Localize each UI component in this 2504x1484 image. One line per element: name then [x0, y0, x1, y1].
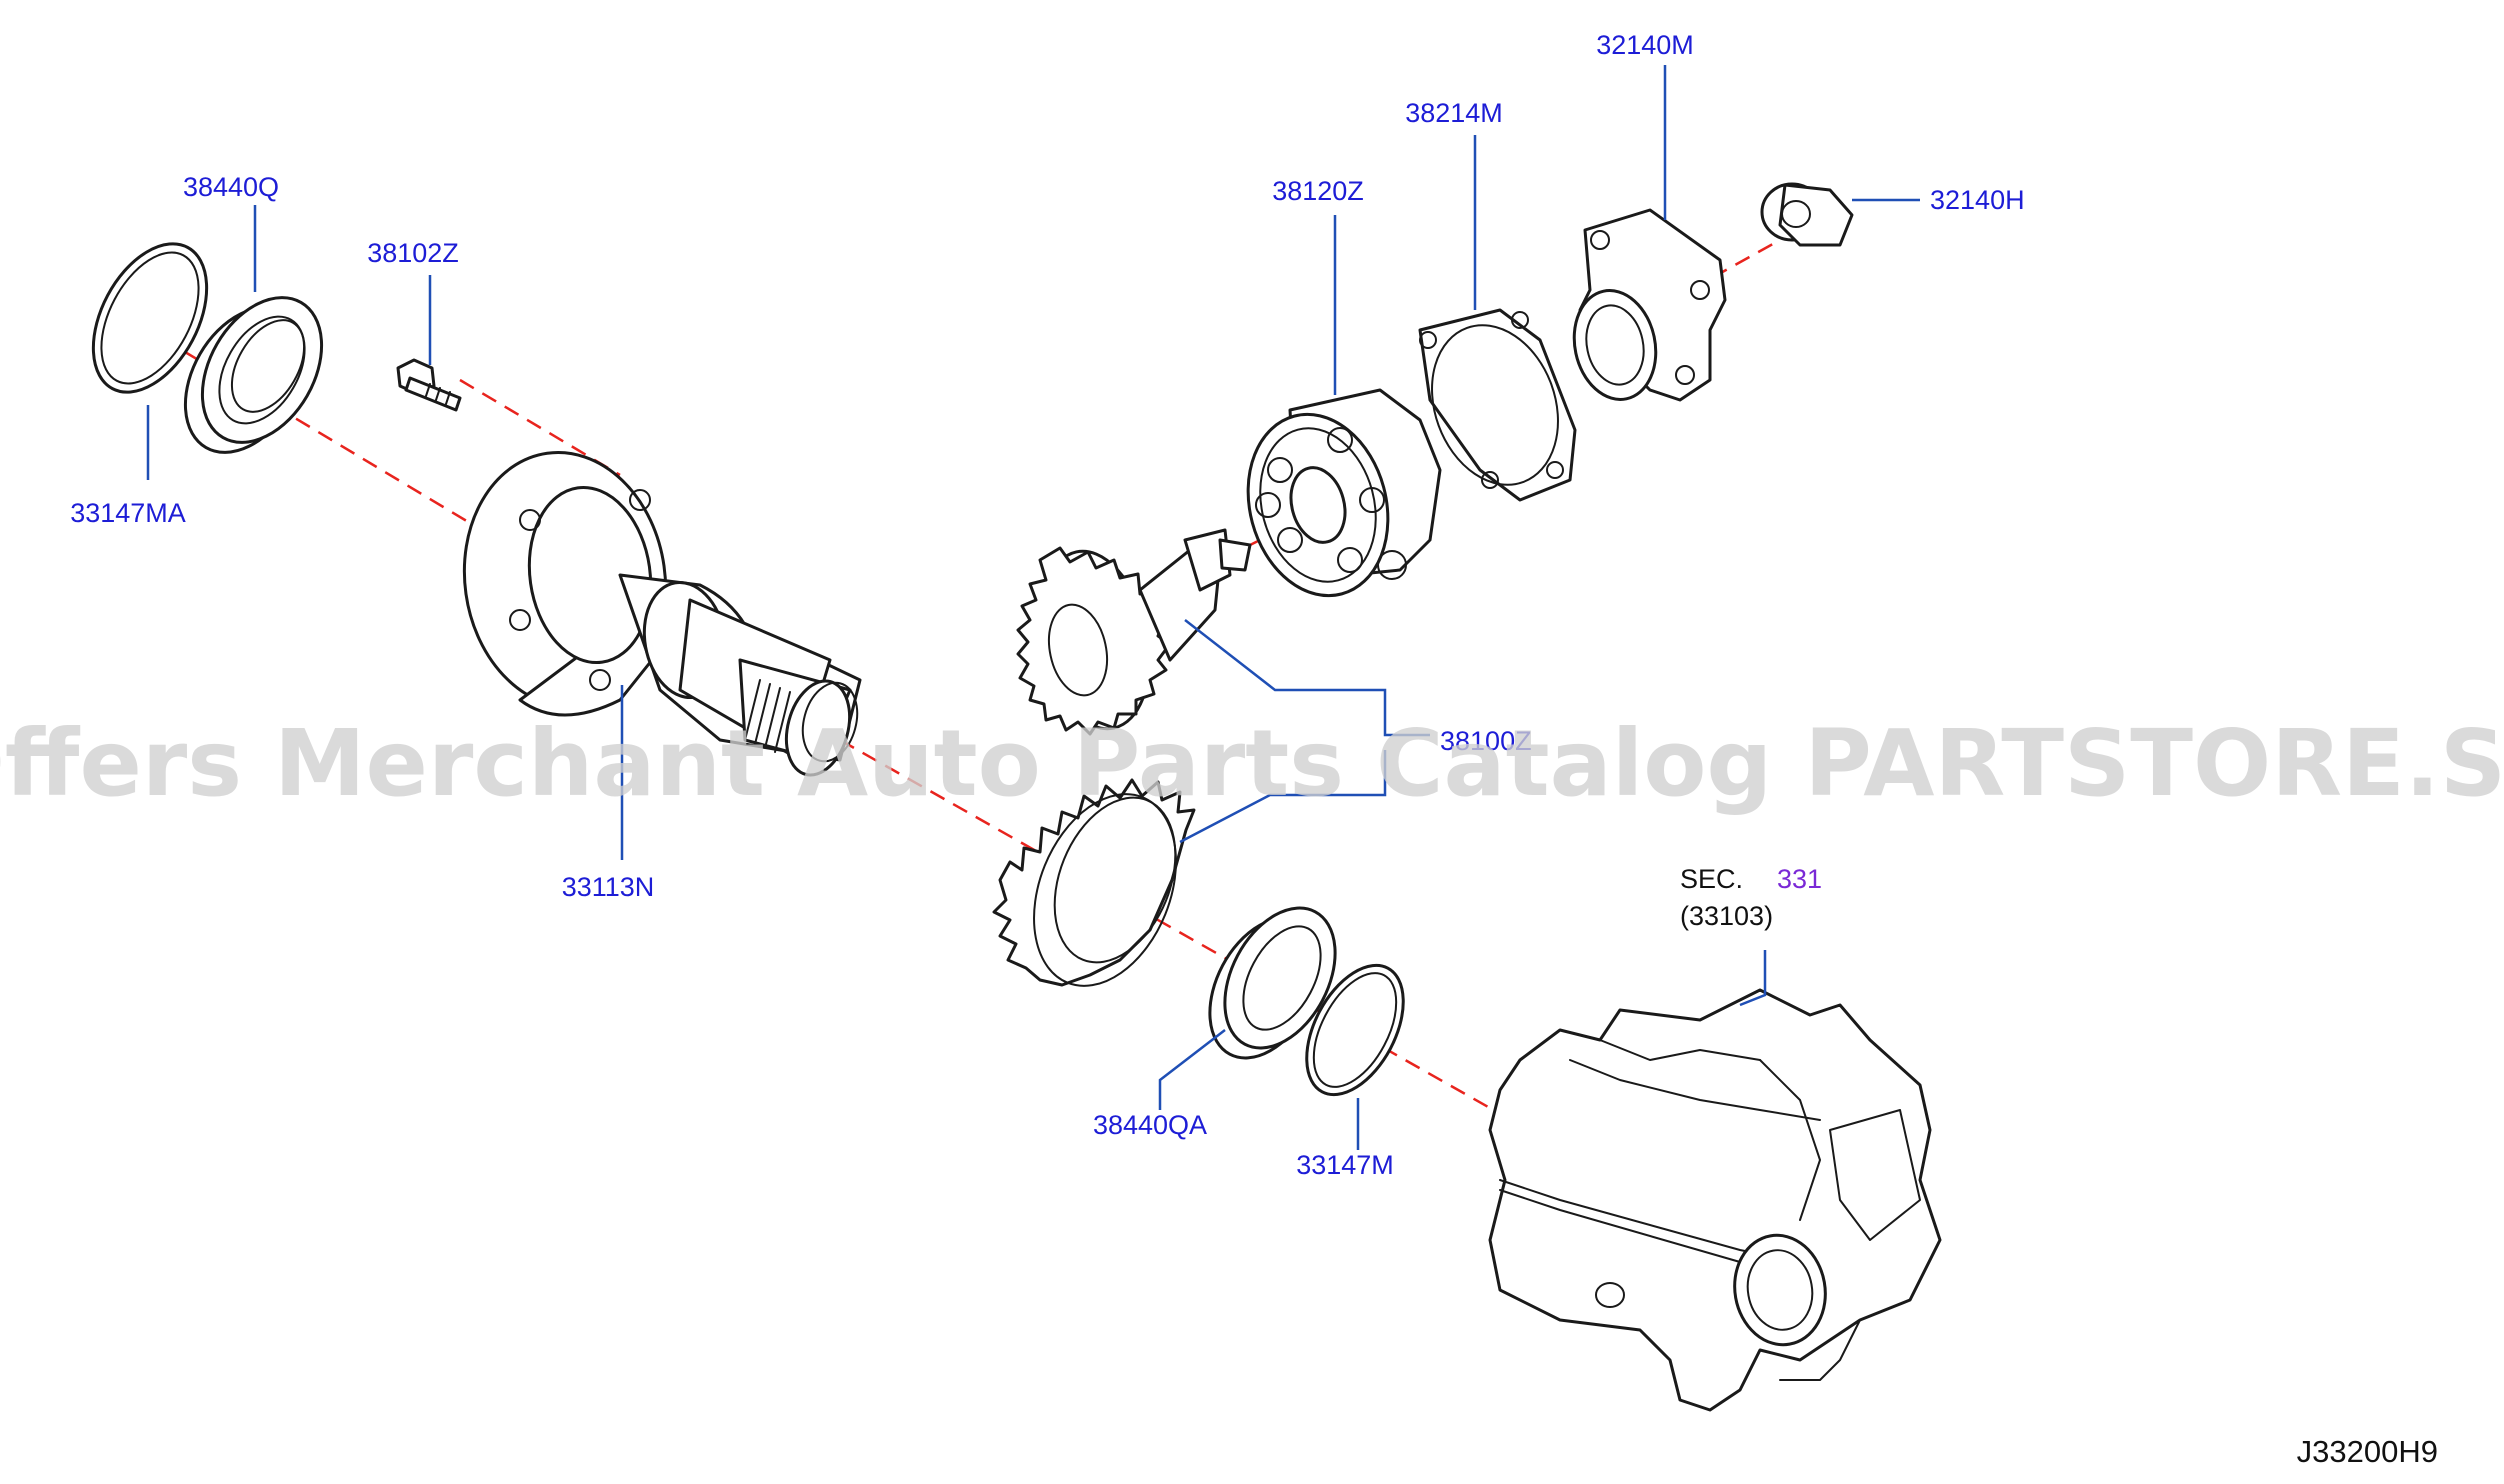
- callout-33147ma: 33147MA: [70, 498, 186, 528]
- pinion-gear-38100z: [1016, 528, 1252, 736]
- callout-38440qa: 38440QA: [1093, 1110, 1207, 1140]
- leader-38440qa: [1158, 1029, 1226, 1110]
- callout-38440q: 38440Q: [183, 172, 279, 202]
- leader-section-331: [1739, 950, 1767, 1007]
- figure-id: J33200H9: [2297, 1434, 2438, 1469]
- centerline-left-seal: [139, 323, 491, 537]
- callout-38102z: 38102Z: [367, 238, 459, 268]
- bearing-38120z: [1246, 388, 1442, 598]
- watermark-text: Offers Merchant Auto Parts Catalog PARTS…: [0, 710, 2504, 817]
- leader-38100z-pinion: [1184, 619, 1430, 737]
- callout-labels: 38440Q 33147MA 38102Z 33113N 38120Z 3821…: [70, 30, 2024, 1180]
- section-part-number: (33103): [1680, 901, 1773, 931]
- callout-33113n: 33113N: [562, 872, 655, 902]
- callout-33147m: 33147M: [1296, 1150, 1394, 1180]
- nut-32140h: [1760, 182, 1854, 247]
- callout-38120z: 38120Z: [1272, 176, 1364, 206]
- shaft-33113n: [462, 450, 862, 777]
- callout-38214m: 38214M: [1405, 98, 1503, 128]
- callout-32140h: 32140H: [1930, 185, 2025, 215]
- bolt-38102z: [396, 358, 462, 412]
- section-reference: SEC. 331 (33103): [1680, 864, 1822, 931]
- centerline-bolt: [459, 378, 621, 477]
- section-prefix: SEC.: [1680, 864, 1743, 894]
- o-ring-33147ma: [91, 242, 209, 394]
- gasket-38214m: [1418, 308, 1577, 502]
- centerline-main: [839, 738, 1521, 1127]
- callout-38100z: 38100Z: [1440, 726, 1532, 756]
- oil-seal-38440q: [183, 296, 324, 454]
- oil-seal-38440qa: [1208, 906, 1337, 1060]
- flange-32140m: [1572, 208, 1727, 402]
- leader-lines: [146, 65, 1920, 1150]
- leader-38100z-ring: [1179, 750, 1387, 844]
- centerline-flange: [1689, 238, 1781, 292]
- section-number-link[interactable]: 331: [1777, 864, 1822, 894]
- o-ring-33147m: [1305, 963, 1405, 1097]
- callout-32140m: 32140M: [1596, 30, 1694, 60]
- transfer-housing-33103: [1488, 988, 1942, 1412]
- ring-gear: [992, 778, 1196, 987]
